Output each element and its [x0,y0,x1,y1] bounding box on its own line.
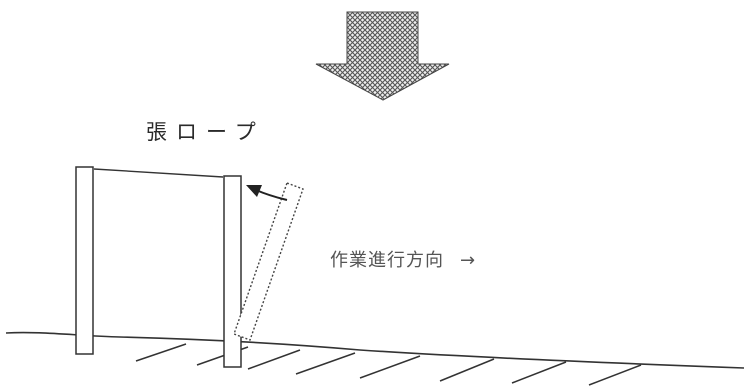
left-post [75,166,94,355]
ground-line [5,331,744,369]
middle-post [223,175,242,368]
rotate-arrow-icon [246,185,288,201]
tilted-post [233,182,304,341]
patterned-down-arrow-icon [315,11,450,101]
rope-label: 張ロープ [146,120,265,144]
right-arrow-icon: → [460,250,477,271]
work-direction-text: 作業進行方向 [330,250,444,271]
tension-rope [93,168,224,178]
work-direction-label: 作業進行方向 → [330,246,476,272]
ground-hatching [135,343,642,386]
